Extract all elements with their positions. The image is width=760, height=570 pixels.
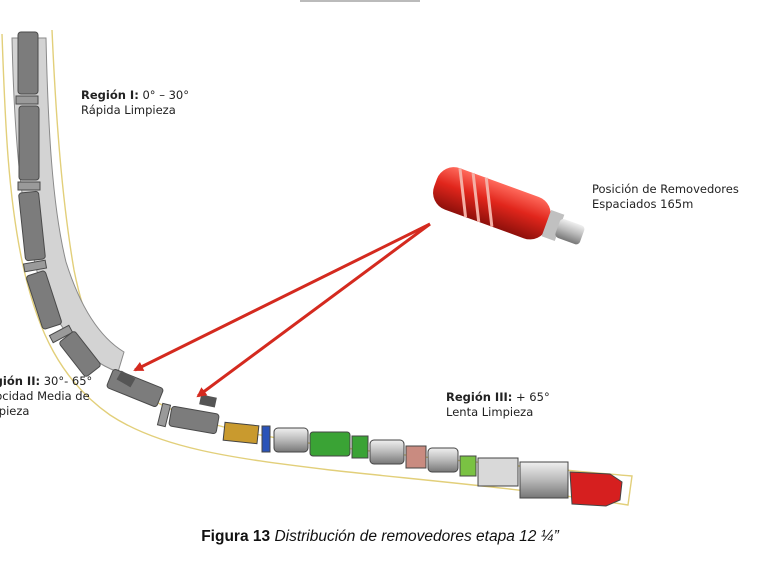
pointer-arrow-upper	[133, 222, 431, 372]
bottom-hole-assembly	[222, 421, 623, 507]
figure-caption: Figura 13 Distribución de removedores et…	[201, 528, 559, 545]
pointer-arrow-lower	[196, 222, 431, 398]
remover-callout-label: Posición de Removedores Espaciados 165m	[592, 182, 739, 211]
region-2-label: Región II: 30°- 65° Velocidad Media de L…	[0, 374, 93, 418]
region-1-label: Región I: 0° – 30° Rápida Limpieza	[81, 88, 189, 117]
drill-pipe	[15, 31, 220, 435]
region-3-label: Región III: + 65° Lenta Limpieza	[446, 390, 550, 419]
top-edge-line	[300, 0, 420, 2]
remover-tool-image	[433, 167, 585, 245]
remover-marks	[116, 370, 217, 408]
